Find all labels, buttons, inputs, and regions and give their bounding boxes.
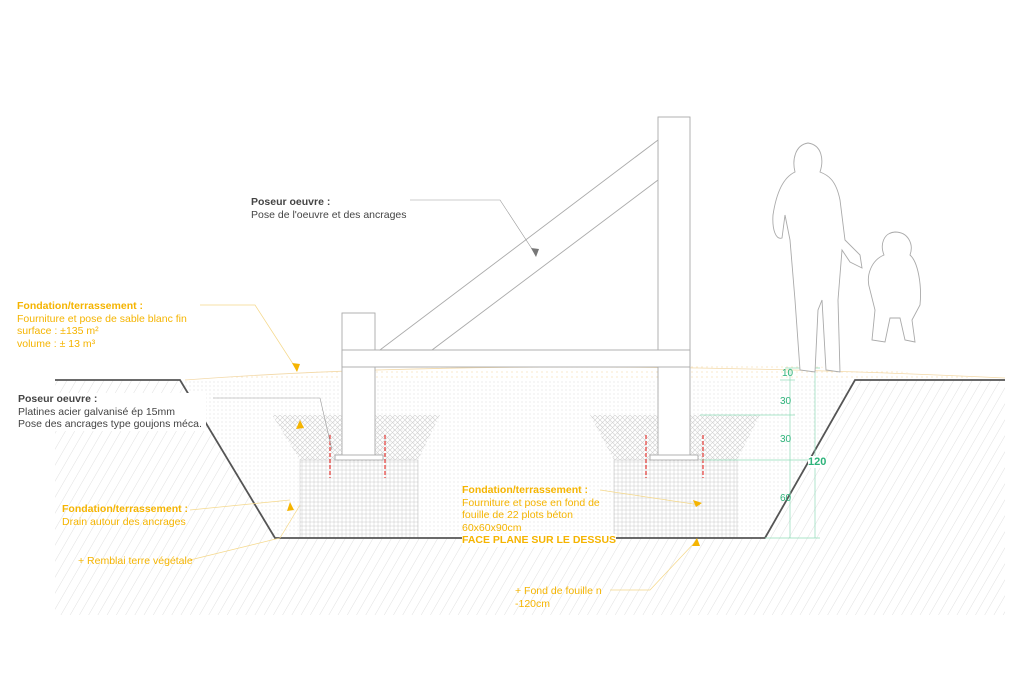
base-plate-left [334,454,384,461]
adult-silhouette [772,142,863,373]
leader-line [213,397,333,451]
note-line: Pose de l'oeuvre et des ancrages [251,208,407,221]
drain-note: Fondation/terrassement : Drain autour de… [62,503,188,528]
arrow-head [292,363,300,372]
base-plate-right [649,454,699,461]
leader-line [189,504,301,561]
artist-install-note: Poseur oeuvre : Pose de l'oeuvre et des … [251,196,407,221]
leader-line [410,199,537,256]
note-line: + Fond de fouille n [515,585,602,597]
people-silhouettes [772,142,921,373]
leader-line [610,539,698,591]
note-line: Fourniture et pose en fond de [462,496,600,509]
ground-hatch [55,380,1005,615]
artwork-structure [334,116,699,461]
arrow-head [296,420,304,429]
note-title: Poseur oeuvre : [251,196,331,208]
plots-note: Fondation/terrassement : Fourniture et p… [462,484,617,547]
arrow-head [531,248,539,257]
leader-line [200,304,298,371]
dimension-total-120: 120 [808,456,827,468]
note-title: Fondation/terrassement : [62,503,189,515]
plates-note: Poseur oeuvre : Platines acier galvanisé… [18,393,206,431]
note-line: volume : ± 13 m³ [17,337,96,350]
arrow-head [693,500,702,507]
dimension-30-b: 30 [780,434,792,445]
dimension-30-a: 30 [780,396,792,407]
concrete-pier-right [613,459,738,539]
annotation-leaders [189,304,701,591]
sand-note: Fondation/terrassement : Fourniture et p… [17,300,187,350]
note-line: fouille de 22 plots béton [462,509,573,521]
note-title: Fondation/terrassement : [17,300,144,312]
note-line: Fourniture et pose de sable blanc fin [17,312,187,325]
arrow-head [287,502,294,511]
note-emphasis: FACE PLANE SUR LE DESSUS [462,534,617,547]
dimension-60: 60 [780,493,792,504]
post-right [657,116,691,459]
child-silhouette [867,231,921,343]
arrow-head [692,538,700,546]
backfill-note: + Remblai terre végétale [78,555,193,567]
concrete-pier-left [299,459,419,539]
note-line: Platines acier galvanisé ép 15mm [18,405,175,418]
leader-line [189,499,291,511]
dimension-lines [700,367,820,539]
post-left [341,312,376,459]
note-line: Drain autour des ancrages [62,515,186,528]
note-line: Pose des ancrages type goujons méca. [18,418,202,430]
note-line: -120cm [515,597,551,610]
leader-line [599,489,701,506]
dimension-10: 10 [782,368,794,379]
note-line: surface : ±135 m² [17,325,99,337]
horizontal-beam [341,349,691,368]
diagonal-brace [378,139,659,351]
note-line: 60x60x90cm [462,521,522,534]
bottom-note: + Fond de fouille n -120cm [515,585,602,610]
note-title: Fondation/terrassement : [462,484,589,496]
note-title: Poseur oeuvre : [18,393,98,405]
